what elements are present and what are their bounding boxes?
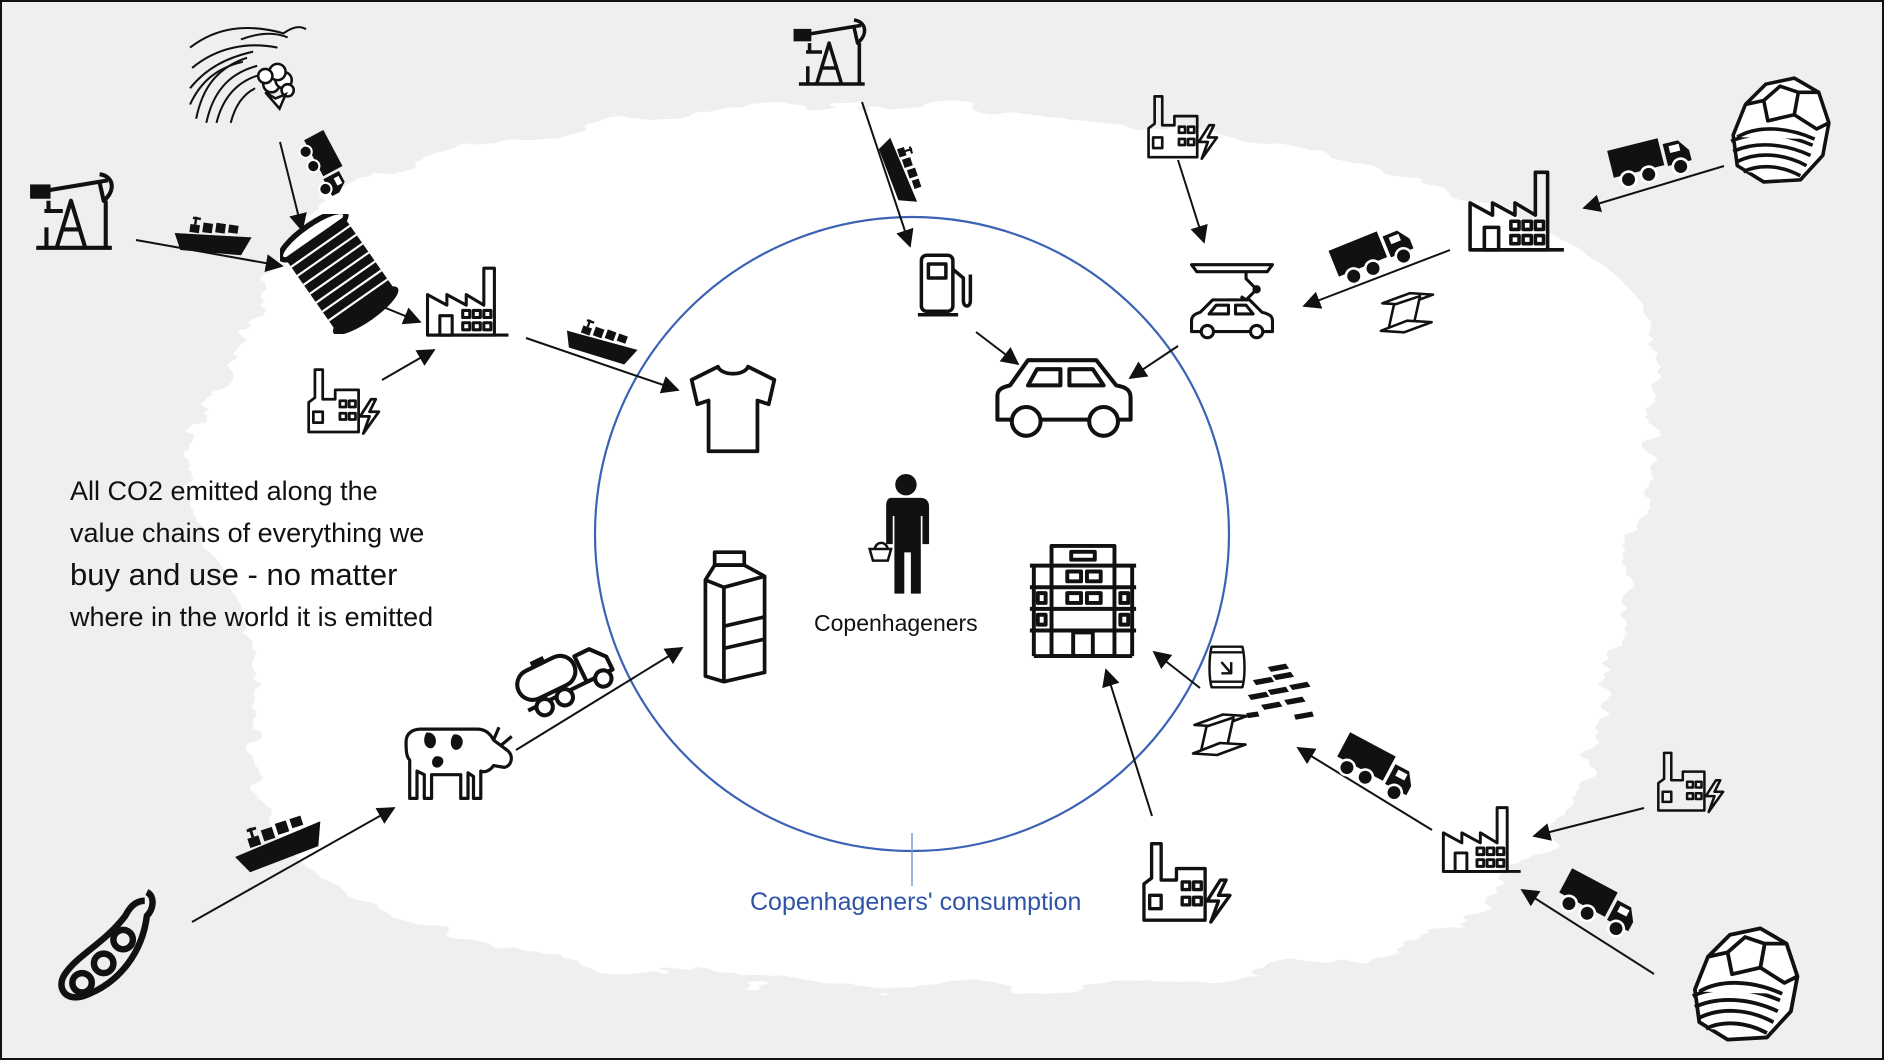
cargo-ship-icon [170, 212, 255, 262]
mine-icon [1729, 76, 1831, 184]
copenhageners-label: Copenhageners [814, 610, 978, 636]
co2-description: All CO2 emitted along the value chains o… [70, 470, 433, 638]
consumption-label: Copenhageners' consumption [750, 888, 1082, 916]
oil-pump-icon [791, 18, 867, 86]
description-line-2: value chains of everything we [70, 518, 425, 548]
description-line-4: where in the world it is emitted [70, 602, 434, 632]
truck-icon [1551, 866, 1644, 943]
cement-bag-icon [1208, 645, 1246, 689]
power-plant-icon [1656, 751, 1725, 814]
milk-carton-icon [705, 552, 764, 682]
mine-icon [1690, 926, 1800, 1042]
soybean-icon [61, 892, 152, 997]
description-line-1: All CO2 emitted along the [70, 476, 378, 506]
description-line-3: buy and use - no matter [70, 557, 398, 592]
truck-icon [1605, 130, 1696, 192]
value-chain-arrows [135, 101, 1725, 975]
cotton-field-icon [188, 25, 308, 125]
oil-pump-icon [30, 174, 112, 248]
